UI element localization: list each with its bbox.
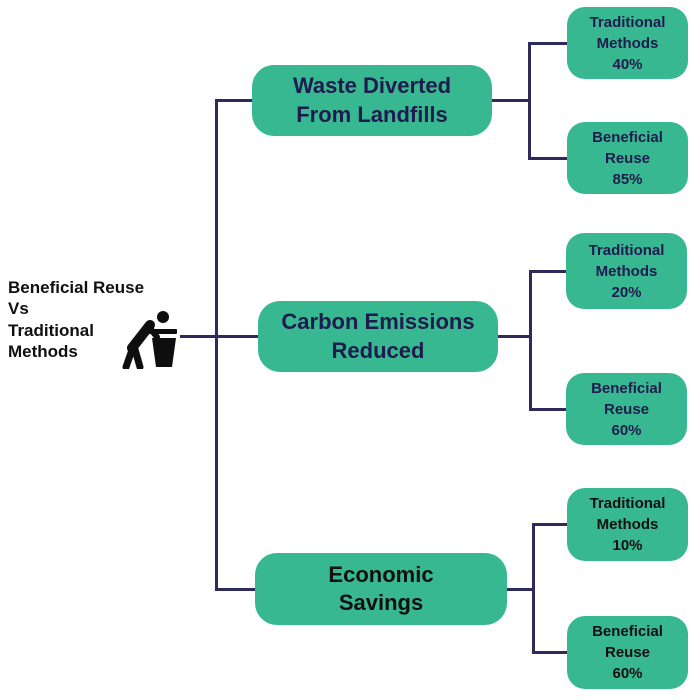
title-line-4: Methods	[8, 341, 78, 361]
title-line-1: Beneficial Reuse	[8, 278, 145, 297]
branch-label-line: Economic	[328, 561, 434, 587]
icon-bin-body	[152, 338, 176, 367]
connector-branch2-to-child2	[530, 408, 566, 411]
connector-branch1-stem	[492, 99, 530, 102]
connector-branch2-stem	[498, 335, 531, 338]
connector-branch3-to-child1	[533, 523, 567, 526]
connector-branch3-to-child2	[533, 651, 567, 654]
child-label-line: Reuse	[604, 644, 651, 661]
child-value: 20%	[611, 283, 642, 301]
child-label-line: Beneficial	[592, 128, 663, 146]
child-value: 60%	[611, 421, 642, 439]
child-label-line: Beneficial	[592, 623, 663, 640]
diagram-title: Beneficial Reuse Vs Traditional Methods	[8, 277, 178, 362]
branch-label-line: Reduced	[331, 337, 425, 363]
connector-branch2-vertical	[529, 270, 532, 411]
child-value: 60%	[612, 665, 643, 682]
person-throwing-trash-icon	[122, 311, 177, 369]
connector-branch1-vertical	[528, 42, 531, 160]
child-label-line: Methods	[595, 262, 658, 280]
child-label-line: Reuse	[604, 149, 651, 167]
branch-label-line: Waste Diverted	[292, 73, 452, 99]
connector-branch3-stem	[507, 588, 535, 591]
connector-branch2-to-child1	[530, 270, 566, 273]
child-box-traditional-methods-20: Traditional Methods 20%	[566, 233, 687, 309]
connector-branch1-to-child1	[529, 42, 567, 45]
child-box-traditional-methods-10: Traditional Methods 10%	[567, 488, 688, 561]
child-label-line: Methods	[596, 516, 659, 533]
connector-root-to-branch2	[180, 335, 258, 338]
title-line-3: Traditional	[8, 320, 94, 340]
branch-label-line: Savings	[338, 590, 424, 615]
child-label-line: Traditional	[588, 241, 665, 259]
branch-label-line: Carbon Emissions	[281, 309, 475, 335]
connector-trunk-to-branch1	[215, 99, 252, 102]
child-label-line: Traditional	[589, 495, 666, 512]
child-label-line: Beneficial	[591, 379, 662, 397]
child-label-line: Traditional	[589, 13, 666, 31]
child-label-line: Methods	[596, 34, 659, 52]
child-box-beneficial-reuse-60-economic: Beneficial Reuse 60%	[567, 616, 688, 689]
branch-box-economic-savings: Economic Savings	[255, 553, 507, 625]
connector-branch3-vertical	[532, 523, 535, 654]
icon-bin-lid	[148, 329, 177, 334]
branch-box-carbon-emissions-reduced: Carbon Emissions Reduced	[258, 301, 498, 372]
child-label-line: Reuse	[603, 400, 650, 418]
child-value: 10%	[612, 537, 643, 554]
title-line-2: Vs	[8, 299, 29, 319]
connector-trunk-to-branch3	[215, 588, 258, 591]
branch-box-waste-diverted-from-landfills: Waste Diverted From Landfills	[252, 65, 492, 136]
branch-label-line: From Landfills	[296, 101, 448, 127]
child-box-beneficial-reuse-85: Beneficial Reuse 85%	[567, 122, 688, 194]
child-value: 85%	[612, 170, 643, 188]
child-box-beneficial-reuse-60-carbon: Beneficial Reuse 60%	[566, 373, 687, 445]
connector-trunk-vertical	[215, 99, 218, 591]
icon-head	[157, 311, 169, 323]
child-box-traditional-methods-40: Traditional Methods 40%	[567, 7, 688, 79]
connector-branch1-to-child2	[529, 157, 567, 160]
child-value: 40%	[612, 55, 643, 73]
